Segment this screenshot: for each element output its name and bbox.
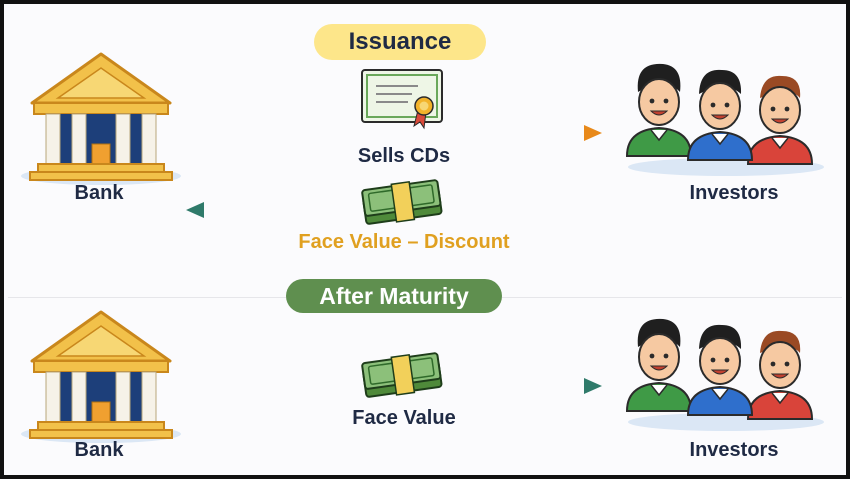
- bank-icon: [19, 310, 183, 445]
- investors-label: Investors: [689, 182, 779, 204]
- investors-label: Investors: [689, 439, 779, 461]
- investors-icon: [626, 318, 824, 431]
- cash-icon: [360, 176, 444, 228]
- sell-arrowhead: [584, 125, 602, 141]
- face-value-label: Face Value: [352, 407, 456, 429]
- bank-label: Bank: [74, 182, 124, 204]
- certificate-icon: [361, 69, 443, 130]
- face-value-arrowhead: [584, 378, 602, 394]
- discount-payment-label: Face Value – Discount: [298, 231, 510, 253]
- cash-icon: [360, 349, 444, 401]
- payment-arrowhead: [186, 202, 204, 218]
- sells-cds-label: Sells CDs: [357, 145, 451, 167]
- investors-icon: [626, 63, 824, 176]
- maturity-title: After Maturity: [286, 279, 502, 313]
- bank-icon: [19, 52, 183, 187]
- issuance-title: Issuance: [314, 24, 486, 60]
- bank-label: Bank: [74, 439, 124, 461]
- diagram-art: [19, 52, 824, 445]
